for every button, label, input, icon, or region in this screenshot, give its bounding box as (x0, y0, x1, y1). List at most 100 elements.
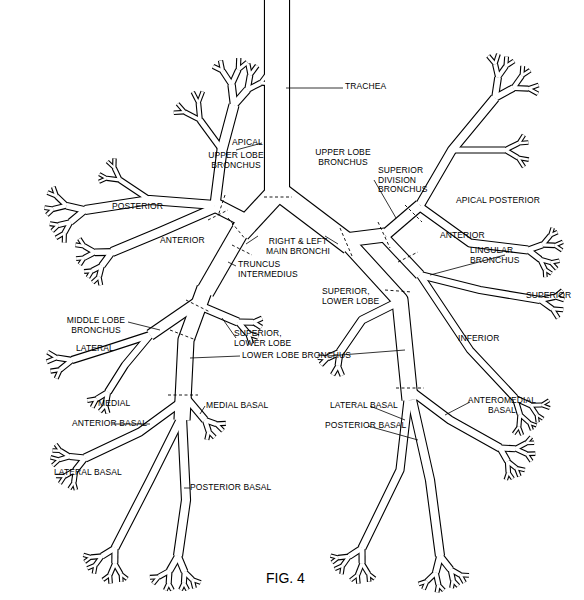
airway-lumen (112, 208, 215, 252)
airway-lumen (528, 250, 540, 259)
airway-wall (198, 92, 202, 104)
anatomy-label: ANTERIOR (160, 236, 205, 246)
airway-lumen (531, 405, 537, 414)
airway-lumen (198, 103, 200, 120)
airway-wall (519, 414, 520, 426)
airway-lumen (238, 62, 247, 70)
anatomy-label: TRUNCUS INTERMEDIUS (238, 260, 300, 279)
airway-lumen (451, 569, 453, 580)
airway-wall (506, 472, 509, 480)
airway-lumen (340, 300, 402, 352)
airway-wall (110, 563, 115, 574)
airway-lumen (178, 104, 185, 112)
airway-lumen (436, 556, 440, 573)
airway-lumen (544, 269, 547, 277)
airway-wall (193, 92, 199, 103)
anatomy-label: SUPERIOR, LOWER LOBE (234, 329, 296, 348)
airway-lumen (70, 457, 85, 459)
airway-lumen (519, 414, 520, 426)
airway-wall (505, 150, 518, 158)
airway-wall (437, 585, 438, 593)
airway-wall (250, 66, 257, 76)
airway-lumen (216, 424, 223, 431)
airway-lumen (460, 575, 464, 583)
airway-wall (57, 358, 72, 360)
airway-lumen (500, 448, 508, 461)
airway-lumen (87, 399, 97, 401)
airway-lumen (331, 556, 339, 558)
anatomy-label: LATERAL BASAL (330, 401, 398, 411)
airway-wall (253, 322, 261, 327)
airway-lumen (114, 168, 120, 180)
airway-lumen (95, 249, 112, 255)
airway-lumen (84, 246, 95, 252)
airway-wall (345, 235, 385, 240)
anatomy-label: ANTEROMEDIAL BASAL (462, 396, 542, 415)
airway-lumen (520, 414, 529, 422)
airway-lumen (506, 461, 510, 472)
airway-lumen (234, 90, 248, 105)
anatomy-label: MIDDLE LOBE BRONCHUS (64, 316, 128, 335)
airway-lumen (56, 444, 61, 450)
airway-lumen (45, 0, 565, 592)
anatomy-label: ANTERIOR (440, 231, 485, 241)
airway-lumen (192, 580, 194, 589)
airway-wall (551, 262, 557, 269)
airway-lumen (345, 235, 385, 240)
airway-wall (57, 196, 67, 206)
airway-wall (50, 224, 59, 225)
airway-wall (358, 563, 363, 575)
airway-wall (542, 405, 550, 408)
airway-lumen (87, 565, 95, 568)
airway-wall (514, 427, 519, 434)
airway-lumen (56, 233, 65, 238)
airway-wall (333, 366, 339, 375)
airway-outline (45, 0, 565, 592)
airway-lumen (184, 395, 205, 420)
airway-wall (207, 431, 209, 439)
anatomy-label: UPPER LOBE BRONCHUS (312, 148, 374, 167)
airway-lumen (70, 482, 74, 489)
airway-lumen (542, 405, 550, 408)
airway-lumen (200, 120, 222, 150)
airway-wall (451, 569, 453, 580)
airway-lumen (367, 574, 370, 582)
airway-wall (515, 449, 526, 454)
airway-wall (331, 556, 339, 558)
airway-lumen (51, 457, 60, 459)
airway-lumen (92, 266, 102, 271)
airway-lumen (351, 575, 358, 580)
anatomy-label: INFERIOR (458, 334, 499, 344)
airway-lumen (221, 61, 223, 71)
airway-lumen (555, 245, 562, 250)
airway-wall (351, 575, 358, 580)
airway-lumen (120, 574, 123, 582)
airway-wall (70, 457, 85, 459)
anatomy-label: APICAL (232, 138, 263, 148)
airway-lumen (108, 335, 150, 392)
airway-lumen (550, 232, 557, 235)
airway-lumen (60, 451, 69, 457)
airway-lumen (519, 427, 522, 435)
airway-lumen (93, 276, 99, 282)
airway-wall (264, 0, 290, 198)
airway-wall (420, 207, 528, 250)
airway-lumen (515, 449, 526, 454)
airway-wall (181, 583, 184, 590)
airway-wall (93, 276, 99, 282)
airway-lumen (419, 581, 427, 584)
airway-wall (178, 418, 186, 556)
anatomy-label: MEDIAL (98, 399, 130, 409)
airway-lumen (84, 269, 92, 272)
anatomy-label: RIGHT & LEFT MAIN BRONCHI (262, 237, 334, 256)
airway-wall (537, 414, 538, 422)
airway-wall (452, 580, 453, 588)
airway-lumen (506, 61, 514, 66)
airway-lumen (57, 358, 72, 360)
airway-lumen (165, 583, 168, 590)
airway-lumen (526, 442, 534, 445)
airway-lumen (514, 427, 519, 434)
airway-lumen (349, 548, 362, 556)
leader-lines (112, 88, 505, 488)
airway-wall (232, 70, 239, 85)
